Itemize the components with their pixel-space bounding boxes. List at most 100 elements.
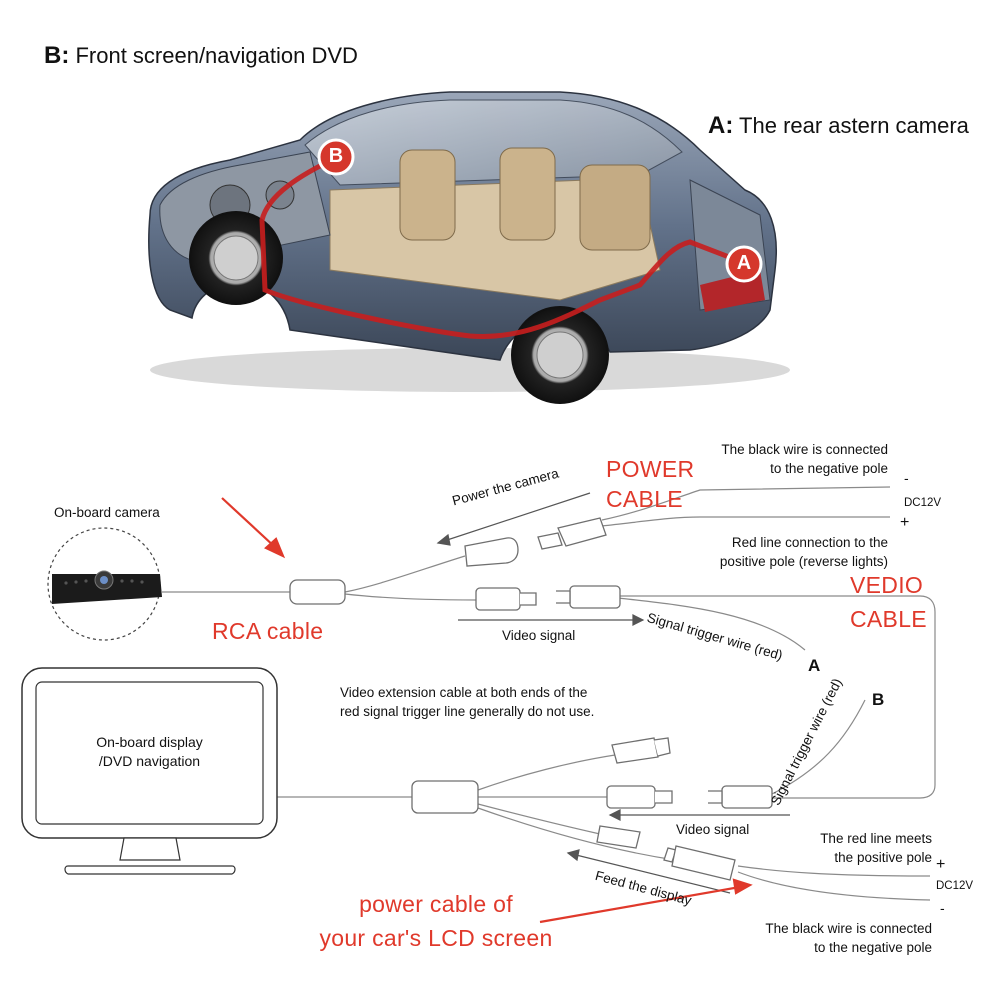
black-wire-bottom-line2: to the negative pole bbox=[814, 940, 932, 955]
black-wire-top bbox=[601, 486, 891, 521]
car-illustration bbox=[148, 91, 790, 404]
rca-pointer-arrowhead bbox=[264, 537, 286, 559]
lcd-power-label: power cable of your car's LCD screen bbox=[319, 887, 552, 955]
black-wire-top-line2: to the negative pole bbox=[770, 461, 888, 476]
vedio-cable-line1: VEDIO bbox=[850, 572, 924, 598]
front-screen-text: Front screen/navigation DVD bbox=[75, 43, 358, 68]
power-cable-label-line2: CABLE bbox=[606, 486, 683, 512]
front-screen-title: B: Front screen/navigation DVD bbox=[44, 42, 358, 70]
camera-video-plug-tip bbox=[520, 592, 537, 606]
camera-cable-route bbox=[259, 155, 745, 340]
rear-wheel-hub bbox=[536, 331, 584, 379]
black-wire-top-label: The black wire is connected to the negat… bbox=[660, 440, 888, 478]
feed-display-arrow bbox=[567, 852, 731, 894]
power-branch-wire bbox=[344, 555, 466, 593]
display-label-line1: On-board display bbox=[96, 734, 203, 750]
extension-note-line2: red signal trigger line generally do not… bbox=[340, 704, 595, 719]
display-power-socket bbox=[671, 845, 736, 881]
camera-lens-glass bbox=[100, 576, 108, 584]
plus-bottom: + bbox=[936, 856, 946, 873]
display-label: On-board display /DVD navigation bbox=[36, 733, 263, 771]
black-wire-top-line1: The black wire is connected bbox=[721, 442, 888, 457]
camera-video-plug bbox=[475, 587, 521, 611]
onboard-camera-label: On-board camera bbox=[54, 505, 160, 520]
vedio-cable-line2: CABLE bbox=[850, 606, 927, 632]
power-socket-tip bbox=[537, 532, 563, 550]
video-signal-top-label: Video signal bbox=[502, 628, 576, 643]
display-branch-3 bbox=[477, 803, 601, 835]
video-extension-tip-a bbox=[556, 590, 571, 604]
camera-junction-box bbox=[289, 579, 346, 605]
red-line-bottom-label: The red line meets the positive pole bbox=[720, 829, 932, 867]
lcd-pointer-arrowhead bbox=[732, 878, 753, 895]
extension-note-line1: Video extension cable at both ends of th… bbox=[340, 685, 588, 700]
black-wire-bottom bbox=[737, 871, 931, 901]
monitor-screen bbox=[35, 681, 264, 825]
power-camera-arrow bbox=[437, 492, 591, 544]
red-line-top-line1: Red line connection to the bbox=[731, 535, 888, 550]
display-branch-1 bbox=[477, 754, 616, 791]
car-roof-glass bbox=[304, 99, 683, 186]
dc12v-top: DC12V bbox=[904, 497, 942, 509]
camera-power-plug bbox=[464, 537, 519, 567]
power-cable-label: POWER CABLE bbox=[606, 452, 694, 516]
video-signal-arrowhead-bottom bbox=[608, 809, 621, 821]
rear-camera-letter: A: bbox=[708, 112, 734, 139]
display-video-plug bbox=[606, 785, 656, 809]
trigger-wire-b bbox=[769, 699, 866, 796]
video-extension-cable bbox=[620, 595, 936, 799]
lcd-power-line1: power cable of bbox=[359, 891, 513, 917]
red-line-top-line2: positive pole (reverse lights) bbox=[719, 554, 888, 569]
camera-ir-leds bbox=[64, 579, 144, 585]
power-socket bbox=[557, 517, 607, 547]
feed-display-arrowhead bbox=[566, 849, 580, 862]
plus-top: + bbox=[900, 514, 910, 531]
display-label-line2: /DVD navigation bbox=[98, 753, 201, 769]
power-camera-arrowhead bbox=[436, 533, 451, 546]
video-extension-plug-a bbox=[569, 585, 621, 609]
rca-cable-label: RCA cable bbox=[212, 618, 324, 644]
car-shadow bbox=[150, 348, 790, 392]
front-seat-passenger bbox=[499, 147, 556, 241]
dc12v-bottom: DC12V bbox=[936, 880, 974, 892]
rear-seat bbox=[579, 164, 651, 251]
marker-a bbox=[725, 245, 763, 283]
red-line-top-label: Red line connection to the positive pole… bbox=[650, 533, 888, 571]
display-plug-1 bbox=[611, 737, 659, 764]
red-line-bottom-line2: the positive pole bbox=[834, 850, 932, 865]
front-seat bbox=[399, 149, 456, 241]
marker-b-letter: B bbox=[328, 145, 344, 167]
marker-a-letter: A bbox=[736, 252, 752, 274]
video-branch-wire bbox=[344, 593, 477, 601]
minus-bottom: - bbox=[940, 900, 945, 916]
trigger-b-letter: B bbox=[872, 690, 885, 709]
minus-top: - bbox=[904, 470, 909, 486]
black-wire-bottom-label: The black wire is connected to the negat… bbox=[700, 919, 932, 957]
trigger-wire-a bbox=[617, 597, 806, 651]
lcd-pointer-arrow bbox=[539, 885, 741, 924]
video-extension-plug-b bbox=[721, 785, 773, 809]
rca-pointer-arrow bbox=[221, 497, 277, 549]
rear-camera-text: The rear astern camera bbox=[739, 113, 969, 138]
display-video-plug-tip bbox=[655, 790, 673, 804]
front-wheel-hub bbox=[213, 235, 259, 281]
power-cable-label-line1: POWER bbox=[606, 456, 695, 482]
red-line-bottom-line1: The red line meets bbox=[820, 831, 932, 846]
monitor-base bbox=[64, 865, 236, 875]
video-signal-arrowhead-top bbox=[632, 614, 645, 626]
display-branch-4 bbox=[477, 807, 676, 861]
display-junction-box bbox=[411, 780, 479, 814]
front-screen-letter: B: bbox=[44, 42, 70, 69]
vedio-cable-label: VEDIO CABLE bbox=[850, 568, 927, 636]
display-plug-1-tip bbox=[653, 737, 671, 757]
lcd-power-line2: your car's LCD screen bbox=[319, 925, 553, 951]
monitor-neck bbox=[119, 837, 181, 861]
red-wire-bottom bbox=[737, 865, 931, 877]
trigger-a-letter: A bbox=[808, 656, 821, 675]
video-extension-tip-b bbox=[708, 790, 723, 804]
marker-b bbox=[317, 138, 355, 176]
black-wire-bottom-line1: The black wire is connected bbox=[765, 921, 932, 936]
rear-camera-title: A: The rear astern camera bbox=[708, 112, 969, 140]
video-signal-bottom-label: Video signal bbox=[676, 822, 750, 837]
